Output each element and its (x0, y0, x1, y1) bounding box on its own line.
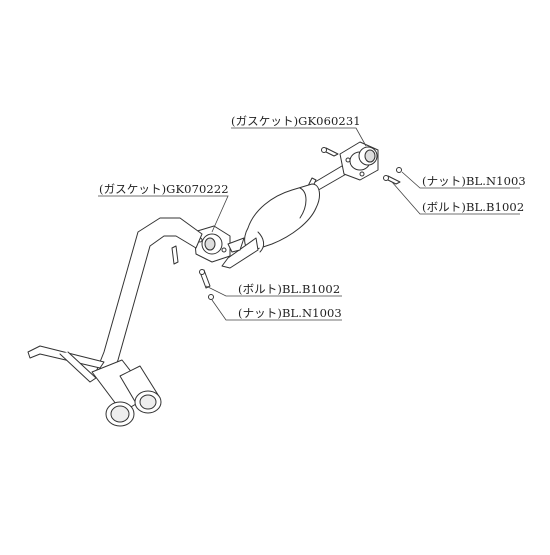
bolt-right-upper (321, 147, 339, 157)
bolt-right (383, 175, 401, 185)
bolt-mid (199, 269, 211, 289)
bolt-mid-upper (171, 245, 179, 265)
label-nut-right: (ナット)BL.N1003 (422, 174, 526, 188)
label-gasket-mid: (ガスケット)GK070222 (99, 182, 229, 196)
rear-pipe (95, 217, 203, 381)
leader-nut-right (401, 171, 520, 189)
front-flange (339, 141, 379, 181)
leader-gasket-front (231, 127, 367, 147)
leader-gasket-mid (98, 195, 229, 233)
tail-hanger (27, 345, 105, 383)
dual-tips (91, 359, 162, 427)
nut-right (396, 167, 402, 173)
label-bolt-mid: (ボルト)BL.B1002 (238, 282, 341, 296)
nut-mid (208, 294, 214, 300)
leader-bolt-mid (205, 285, 342, 297)
label-gasket-front: (ガスケット)GK060231 (231, 114, 361, 128)
mid-flange (193, 225, 245, 263)
leader-nut-mid (211, 299, 342, 321)
mid-pipe (221, 237, 259, 269)
label-bolt-right: (ボルト)BL.B1002 (422, 200, 525, 214)
label-nut-mid: (ナット)BL.N1003 (238, 306, 342, 320)
leader-bolt-right (391, 181, 520, 215)
